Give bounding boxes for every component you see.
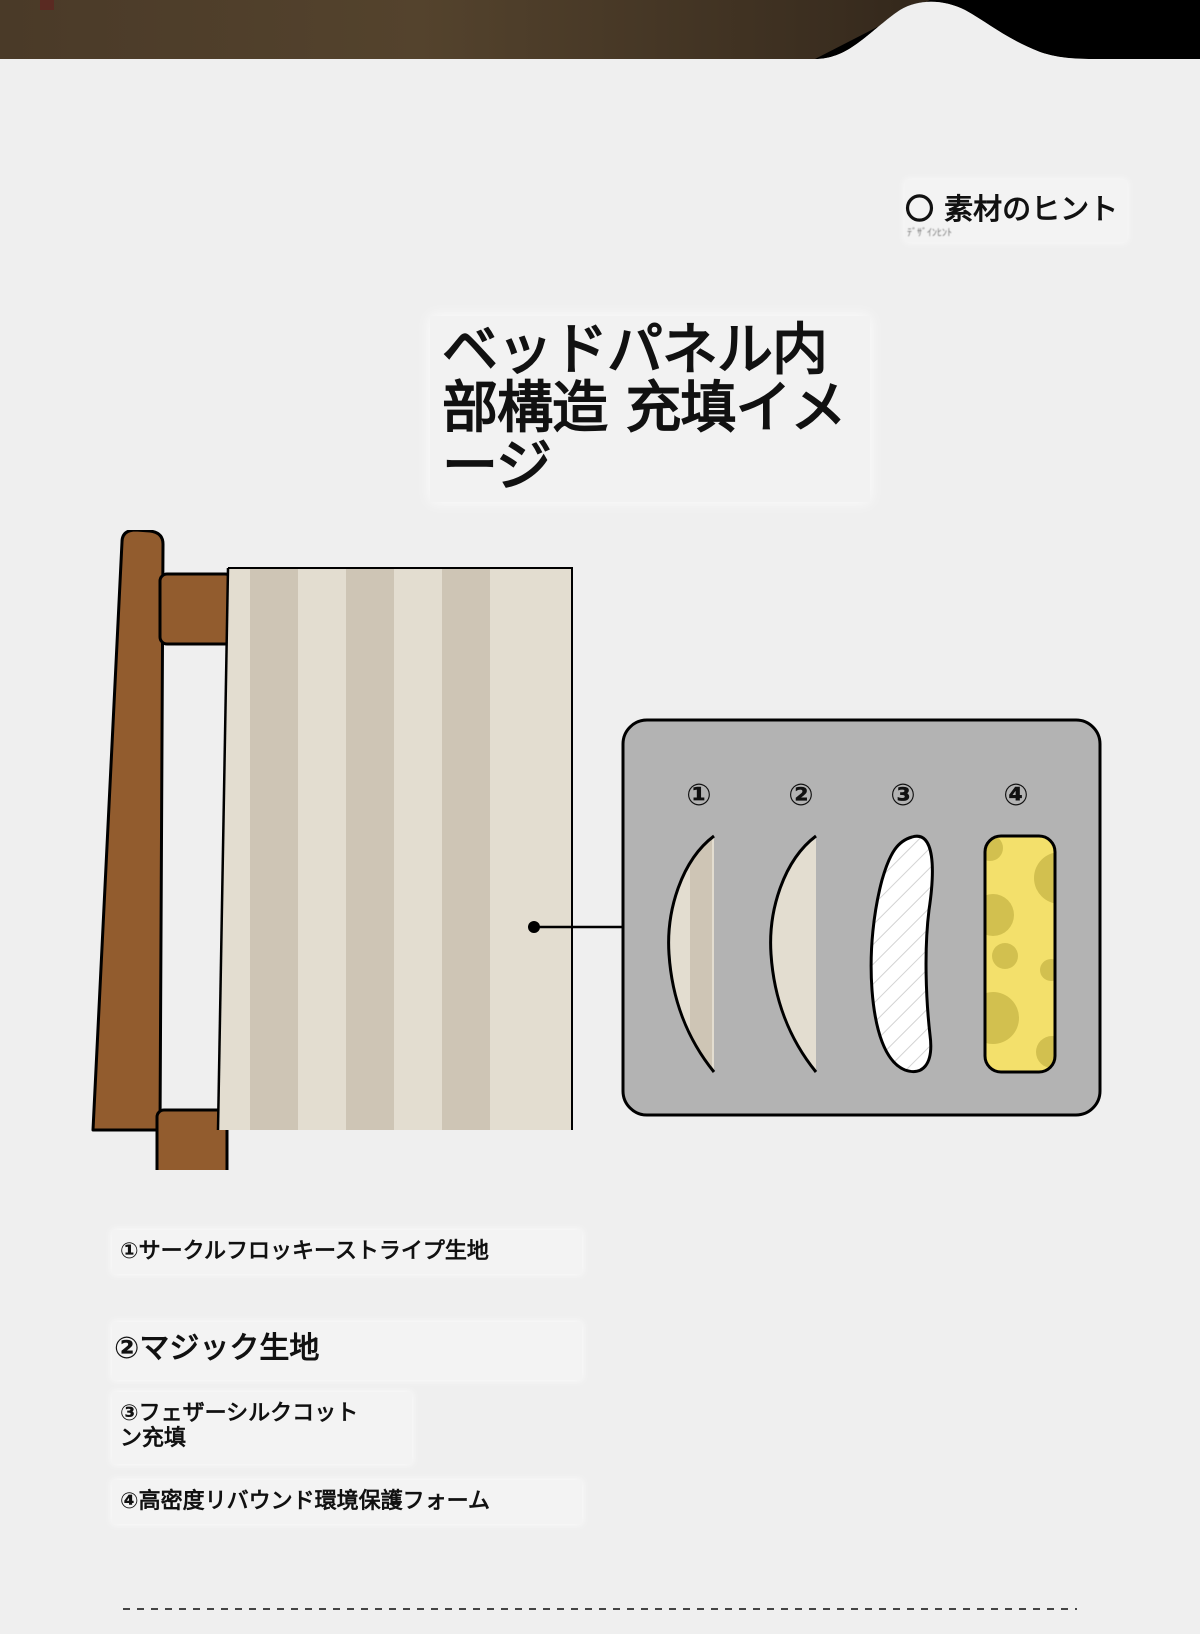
layer-4-foam — [983, 834, 1057, 1074]
striped-panel — [216, 567, 573, 1131]
callout-box — [621, 718, 1102, 1117]
callout-number-2: ② — [788, 778, 813, 813]
label-3-feather-cotton: ③フェザーシルクコットン充填 — [120, 1401, 359, 1451]
label-2-magic-fabric: ②マジック生地 — [114, 1331, 320, 1366]
label-4-foam: ④高密度リバウンド環境保護フォーム — [120, 1489, 490, 1514]
diagram-svg: ① ② ③ ④ — [91, 528, 1102, 1184]
bottom-rail-block — [155, 1108, 229, 1184]
title-panel: ベッドパネル内部構造 充填イメージ — [430, 316, 870, 502]
top-banner-photo — [0, 0, 1200, 62]
label-row-3: ③フェザーシルクコットン充填 — [112, 1392, 412, 1464]
layer-1-stripe-fabric — [667, 834, 716, 1073]
callout-number-4: ④ — [1003, 778, 1028, 813]
material-hint: 〇 素材のヒント ﾃﾞｻﾞｲﾝﾋﾝﾄ — [905, 180, 1127, 242]
bed-post — [91, 528, 165, 1132]
top-rail-block — [158, 572, 234, 646]
layer-3-feather-cotton — [869, 834, 934, 1073]
dashed-divider — [123, 1608, 1077, 1610]
label-row-1: ①サークルフロッキーストライプ生地 — [112, 1230, 582, 1274]
label-row-4: ④高密度リバウンド環境保護フォーム — [112, 1480, 582, 1524]
page-title: ベッドパネル内部構造 充填イメージ — [442, 318, 847, 499]
label-1-flocky-stripe: ①サークルフロッキーストライプ生地 — [120, 1239, 489, 1264]
label-row-2: ②マジック生地 — [112, 1322, 582, 1380]
callout-number-3: ③ — [890, 778, 915, 813]
layer-2-magic-fabric — [769, 834, 818, 1073]
material-hint-subtext: ﾃﾞｻﾞｲﾝﾋﾝﾄ — [907, 228, 952, 239]
panel-structure-diagram: ① ② ③ ④ — [0, 528, 1200, 1184]
callout-number-1: ① — [686, 778, 711, 813]
material-hint-label: 〇 素材のヒント — [905, 192, 1119, 226]
